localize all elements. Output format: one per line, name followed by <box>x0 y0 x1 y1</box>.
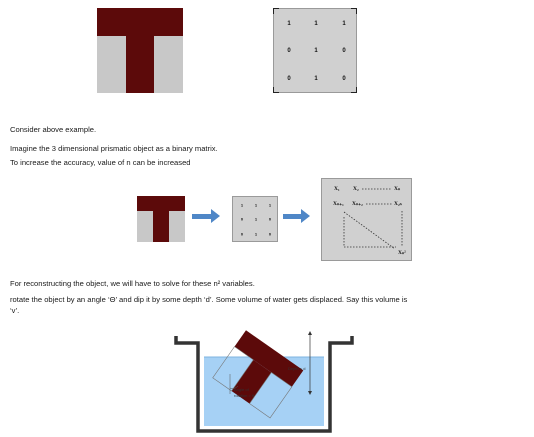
var-x2: X₂ <box>353 186 359 192</box>
text-line-1: Consider above example. <box>10 125 97 134</box>
matrix-cell: 1 <box>254 216 258 222</box>
t-top-bar <box>97 8 183 36</box>
matrix-cell: 0 <box>240 216 244 222</box>
matrix-cell: 0 <box>287 48 291 54</box>
matrix-cell: 1 <box>268 202 272 208</box>
var-x2n: X₂ₙ <box>394 201 402 207</box>
t-stem <box>126 36 154 93</box>
small-t-stem <box>153 211 169 242</box>
small-binary-matrix: 1 1 1 0 1 0 0 1 0 <box>232 196 278 242</box>
var-xn2-last: Xₙ² <box>398 250 406 256</box>
matrix-cell: 0 <box>268 216 272 222</box>
t-object-square <box>97 8 183 93</box>
matrix-cell: 1 <box>287 21 291 27</box>
rotated-t-object <box>212 330 304 419</box>
variable-matrix-dotted-lines <box>343 188 403 250</box>
small-t-object <box>137 196 185 242</box>
matrix-cell: 1 <box>314 76 318 82</box>
matrix-cell: 1 <box>240 202 244 208</box>
var-xn: Xₙ <box>394 186 401 192</box>
matrix-cell: 1 <box>314 48 318 54</box>
matrix-cell: 0 <box>342 48 346 54</box>
small-t-top-bar <box>137 196 185 211</box>
matrix-cell: 0 <box>342 76 346 82</box>
text-line-2: Imagine the 3 dimensional prismatic obje… <box>10 144 218 153</box>
text-line-3: To increase the accuracy, value of n can… <box>10 158 191 167</box>
matrix-cell: 1 <box>342 21 346 27</box>
matrix-cell: 1 <box>254 202 258 208</box>
text-line-5: rotate the object by an angle ‘Θ’ and di… <box>10 295 408 304</box>
matrix-cell: 0 <box>287 76 291 82</box>
matrix-cell: 0 <box>268 231 272 237</box>
binary-matrix: 1 1 1 0 1 0 0 1 0 <box>273 8 357 93</box>
var-x1: X₁ <box>334 186 340 192</box>
angle-label-line2: rotation = θ <box>234 393 255 398</box>
text-line-6: ‘v’. <box>10 306 20 315</box>
text-line-4: For reconstructing the object, we will h… <box>10 279 255 288</box>
matrix-cell: 0 <box>240 231 244 237</box>
var-xn2: Xₙ₊₂ <box>352 201 363 207</box>
variable-matrix: X₁ X₂ Xₙ Xₙ₊₁ Xₙ₊₂ X₂ₙ Xₙ² <box>321 178 412 261</box>
matrix-cell: 1 <box>254 231 258 237</box>
depth-label: Depth = d <box>288 366 306 371</box>
tank-diagram <box>174 330 354 433</box>
matrix-cell: 1 <box>314 21 318 27</box>
angle-label-line1: Angle of <box>234 387 249 392</box>
var-xn1: Xₙ₊₁ <box>333 201 344 207</box>
tank-walls <box>174 336 354 433</box>
